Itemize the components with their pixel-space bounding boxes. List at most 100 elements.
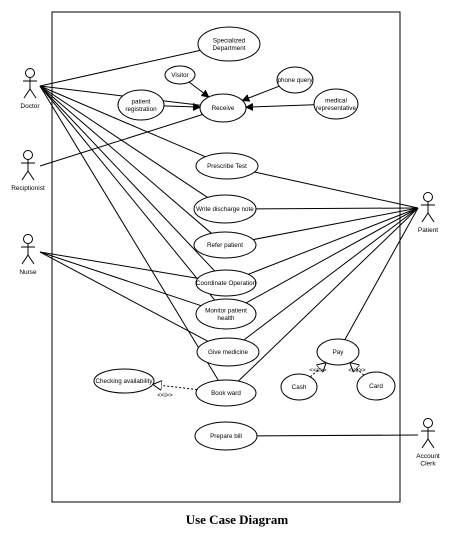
use-case-bill: Prepare bill xyxy=(194,421,258,451)
association-doctor-prescribe xyxy=(39,85,206,158)
use-case-checking: Checking availability xyxy=(93,368,155,394)
include-bookward-checking xyxy=(153,384,198,389)
system-boundary xyxy=(51,11,401,503)
use-case-label: phone query xyxy=(277,77,313,84)
use-case-ellipse xyxy=(280,373,318,401)
use-case-label: Give medicine xyxy=(208,349,248,356)
association-clerk-bill xyxy=(256,434,419,437)
actor-left-leg xyxy=(21,254,29,265)
use-case-card: Card xyxy=(356,371,396,401)
association-patient-coordinate xyxy=(248,207,419,275)
use-case-label: Cash xyxy=(292,384,307,391)
actor-head xyxy=(25,68,35,78)
diagram-caption: Use Case Diagram xyxy=(185,512,289,527)
association-nurse-monitor xyxy=(39,251,202,307)
use-case-label: Checking availability xyxy=(95,378,153,385)
use-case-ellipse xyxy=(93,368,155,394)
association-receptionist-receive xyxy=(39,113,203,167)
association-nurse-coordinate xyxy=(39,251,199,279)
use-case-prescribe: Prescribe Test xyxy=(195,152,259,180)
association-nurse-medicine xyxy=(39,251,209,342)
use-case-ellipse xyxy=(356,371,396,401)
use-case-ellipse xyxy=(199,93,247,123)
actor-right-leg xyxy=(27,254,35,265)
actor-label: Patient xyxy=(418,227,438,234)
use-case-ellipse xyxy=(193,231,257,259)
association-doctor-bookward xyxy=(39,85,219,381)
actor-label: Doctor xyxy=(20,103,40,110)
actor-label: Nurse xyxy=(19,269,37,276)
use-case-label: Prepare bill xyxy=(210,433,242,440)
stereotype-ext_cash: <<e>> xyxy=(309,368,327,374)
stereotype-inc_check: <<i>> xyxy=(157,393,173,399)
association-patient-bookward xyxy=(237,207,419,382)
associations xyxy=(39,49,419,437)
extend-cash-pay xyxy=(309,363,326,378)
use-case-ellipse xyxy=(195,379,257,407)
association-patient-discharge xyxy=(255,207,419,210)
actor-right-leg xyxy=(427,438,435,449)
use-case-label: Receive xyxy=(212,105,235,112)
arrow-medrep-receive xyxy=(244,102,315,111)
use-case-ellipse xyxy=(164,65,196,85)
association-doctor-discharge xyxy=(39,85,208,198)
use-case-phone: phone query xyxy=(276,66,314,94)
association-doctor-coordinate xyxy=(39,85,216,272)
stereotype-ext_card: <<e>> xyxy=(348,368,366,374)
use-case-label: Pay xyxy=(333,349,345,356)
actor-left-leg xyxy=(21,170,29,181)
use-case-ellipse xyxy=(197,26,261,62)
arrow-phone-receive xyxy=(241,85,280,102)
use-case-ellipse xyxy=(276,66,314,94)
use-case-label: Book ward xyxy=(211,390,241,397)
actor-nurse: Nurse xyxy=(19,234,37,276)
use-case-coordinate: Coordinate Operation xyxy=(195,269,257,297)
association-doctor-monitor xyxy=(39,85,216,301)
actor-left-leg xyxy=(421,438,429,449)
association-doctor-receive xyxy=(39,85,201,106)
actor-patient: Patient xyxy=(418,192,438,234)
actor-doctor: Doctor xyxy=(20,68,40,110)
use-case-ellipse xyxy=(196,337,260,367)
association-patient-medicine xyxy=(243,207,419,341)
use-case-cash: Cash xyxy=(280,373,318,401)
actor-left-leg xyxy=(23,88,31,99)
actor-right-leg xyxy=(29,88,37,99)
use-case-ellipse xyxy=(194,421,258,451)
use-case-label: Prescribe Test xyxy=(207,163,247,170)
use-case-label: Coordinate Operation xyxy=(196,280,257,287)
use-case-pay: Pay xyxy=(316,338,360,366)
use-case-bookward: Book ward xyxy=(195,379,257,407)
use-case-label: Write discharge note xyxy=(196,206,254,213)
association-patient-monitor xyxy=(245,207,419,304)
use-case-visitor: Visitor xyxy=(164,65,196,85)
actor-head xyxy=(423,192,433,202)
association-doctor-specialized xyxy=(39,49,201,87)
association-doctor-refer xyxy=(39,85,212,234)
actor-label: Reciptionist xyxy=(11,185,45,192)
use-case-ellipse xyxy=(195,152,259,180)
actor-right-leg xyxy=(427,212,435,223)
arrow-visitor-receive xyxy=(188,81,210,98)
use-case-ellipse xyxy=(316,338,360,366)
use-case-ellipse xyxy=(117,89,165,121)
use-case-label: Card xyxy=(369,383,383,390)
use-case-ellipse xyxy=(195,269,257,297)
actor-right-leg xyxy=(27,170,35,181)
stereotype-labels: <<e>> <<e>> <<i>> xyxy=(157,368,366,399)
association-patient-prescribe xyxy=(254,171,419,209)
arrow-registration-receive xyxy=(163,102,202,111)
use-case-medicine: Give medicine xyxy=(196,337,260,367)
actor-receptionist: Reciptionist xyxy=(11,150,45,192)
use-case-label: Refer patient xyxy=(207,242,243,249)
